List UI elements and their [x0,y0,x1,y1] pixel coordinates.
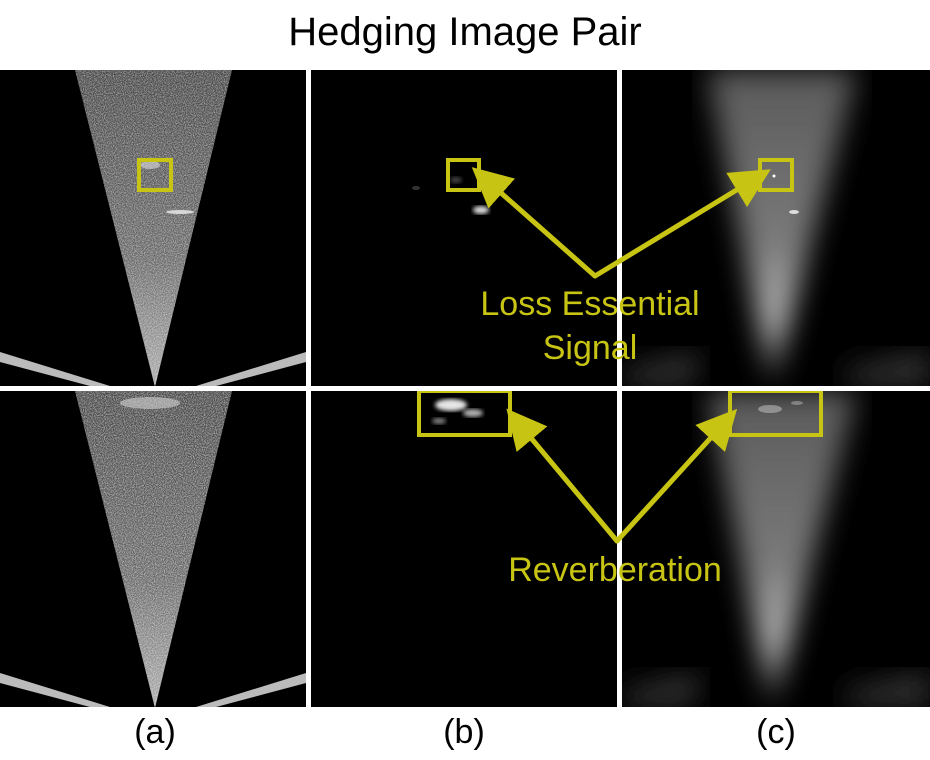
highlight-box [137,158,173,192]
caption-b: (b) [443,713,485,751]
highlight-box [446,158,481,192]
caption-c: (c) [756,713,796,751]
figure-title: Hedging Image Pair [288,10,642,54]
image-row2-col-a [0,391,306,707]
annotation-reverberation: Reverberation [508,551,722,589]
image-row1-col-a [0,70,306,386]
annotation-line-2: Signal [542,329,638,367]
annotation-line-1: Loss Essential [480,285,700,323]
caption-a: (a) [134,713,176,751]
annotation-loss-essential-signal: Loss Essential Signal [440,282,740,370]
